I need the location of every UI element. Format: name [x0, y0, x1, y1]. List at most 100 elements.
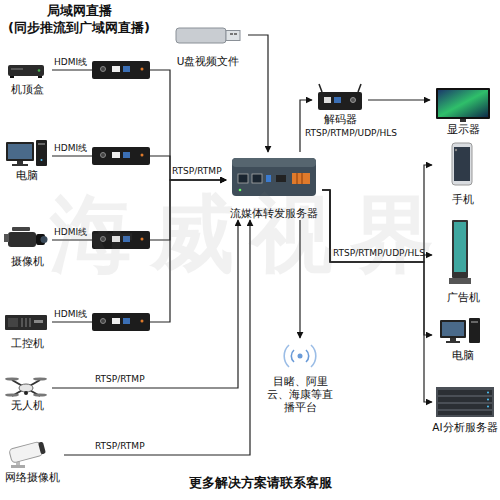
encoder-box — [112, 66, 120, 72]
industrial-pc-icon — [5, 315, 47, 330]
industrial-pc-icon — [25, 318, 27, 327]
display-node: 显示器 — [430, 84, 496, 136]
encoder-box — [92, 61, 150, 79]
node-label: 电脑 — [452, 349, 474, 362]
signal-connector — [322, 190, 432, 402]
node-label: 工控机 — [11, 337, 44, 350]
ip-camera-icon — [38, 442, 46, 455]
ip-camera-icon — [11, 465, 25, 468]
ip-camera-icon — [9, 441, 44, 463]
encoder-box — [92, 231, 150, 249]
kiosk-icon — [449, 220, 471, 284]
encoder-box — [123, 318, 130, 324]
terminal-node: 广告机 — [432, 216, 494, 304]
decoder-icon — [318, 84, 362, 110]
computer-icon — [41, 159, 43, 161]
usb-drive-icon — [176, 28, 226, 43]
signal-connector — [248, 35, 268, 152]
node-label: 无人机 — [11, 399, 44, 412]
encoder-box — [141, 238, 144, 241]
device-node: 电脑 — [2, 138, 52, 182]
camcorder-icon — [4, 234, 9, 242]
set-top-box-icon — [38, 76, 42, 78]
computer-icon — [36, 140, 47, 166]
set-top-box-icon — [11, 68, 23, 70]
server-icon — [232, 158, 316, 196]
usb-drive-icon — [230, 33, 233, 35]
industrial-pc-icon — [5, 315, 47, 330]
node-label: 手机 — [452, 193, 474, 206]
set-top-box-icon — [38, 69, 41, 72]
computer-icon — [17, 161, 23, 164]
decoder-icon — [351, 98, 356, 103]
computer-icon — [6, 142, 34, 161]
kiosk-icon — [449, 278, 471, 284]
computer-icon — [446, 341, 460, 343]
node-label: 摄像机 — [11, 255, 44, 268]
monitor-icon — [436, 88, 490, 122]
phone-icon — [452, 143, 472, 185]
node-label: 机顶盒 — [11, 83, 44, 96]
encoder-box — [112, 318, 120, 324]
signal-connector — [300, 100, 312, 152]
protocol-label: HDMI线 — [54, 56, 87, 69]
terminal-node: 电脑 — [432, 316, 494, 362]
server-icon — [232, 158, 316, 167]
wireless-icon — [298, 354, 303, 359]
drone-icon — [33, 377, 47, 380]
device-node: 无人机 — [2, 372, 52, 412]
encoder-box — [123, 66, 130, 72]
rack-server-icon — [438, 397, 492, 402]
encoder-box — [92, 61, 150, 79]
computer-icon — [12, 164, 28, 166]
computer-icon — [469, 318, 480, 343]
protocol-label: HDMI线 — [54, 226, 87, 239]
rack-server-icon — [487, 399, 489, 401]
node-label: 网络摄像机 — [5, 471, 60, 484]
rack-server-icon — [487, 406, 489, 408]
server-icon — [292, 173, 310, 184]
server-icon — [252, 174, 262, 183]
monitor-icon — [436, 88, 490, 119]
camcorder-icon — [4, 227, 48, 247]
wireless-icon — [284, 345, 316, 367]
drone-icon — [33, 393, 47, 396]
server-node: 流媒体转发服务器 — [226, 152, 322, 220]
computer-icon — [440, 318, 480, 343]
drone-icon — [5, 393, 19, 396]
protocol-label: RTSP/RTMP — [95, 374, 145, 384]
encoder-box — [123, 152, 130, 158]
camcorder-icon — [41, 236, 48, 243]
computer-icon — [6, 140, 47, 166]
device-node: 网络摄像机 — [0, 440, 64, 484]
server-node: AI分析服务器 — [432, 384, 498, 434]
signal-connector — [52, 220, 238, 388]
set-top-box-icon — [8, 65, 44, 78]
wireless-icon — [306, 350, 309, 362]
set-top-box-icon — [10, 76, 14, 78]
drone-icon — [5, 377, 47, 396]
camcorder-icon — [12, 227, 30, 231]
device-node: 机顶盒 — [2, 60, 52, 96]
wireless-icon — [284, 345, 289, 367]
decoder-icon — [324, 97, 331, 103]
industrial-pc-icon — [34, 320, 43, 323]
drone-icon — [5, 377, 19, 380]
node-label: 目睹、阿里云、海康等直播平台 — [262, 375, 338, 414]
rack-server-icon — [438, 390, 492, 395]
usb-drive-icon — [234, 33, 237, 35]
node-label: 解码器 — [324, 113, 357, 126]
ip-camera-icon — [9, 441, 46, 464]
server-icon — [276, 175, 286, 182]
decoder-icon — [319, 84, 322, 92]
phone-icon — [455, 149, 457, 151]
computer-icon — [38, 143, 45, 145]
computer-icon — [440, 320, 466, 338]
encoder-box — [141, 154, 144, 157]
wireless-icon — [311, 345, 316, 367]
encoder-box — [92, 147, 150, 165]
protocol-label: RTSP/RTMP — [172, 166, 222, 176]
industrial-pc-icon — [29, 318, 31, 327]
encoder-box — [92, 313, 150, 331]
signal-connector — [64, 220, 250, 455]
